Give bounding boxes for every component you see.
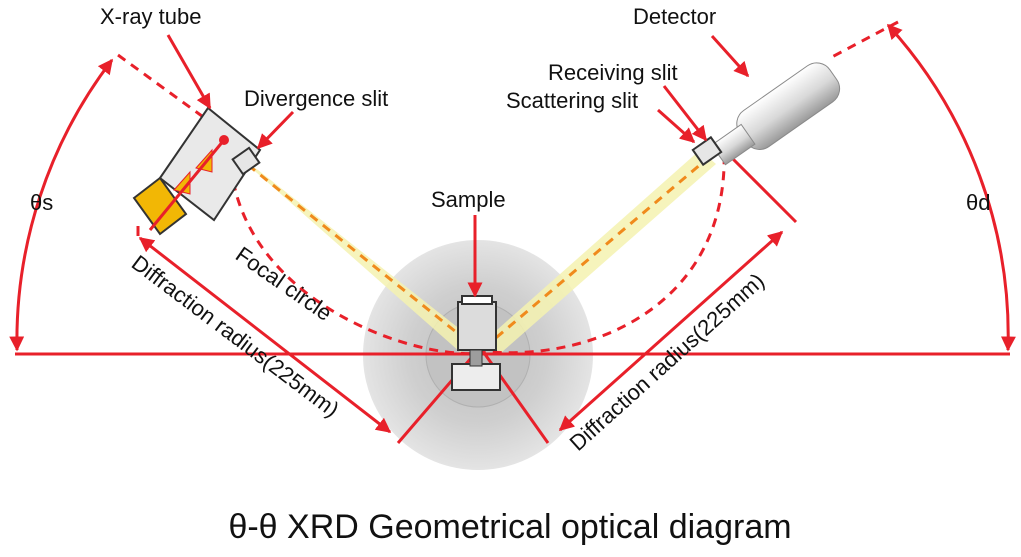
xray-tube-pointer (166, 34, 212, 110)
detector-guide-line (829, 20, 899, 60)
divergence-slit (231, 146, 261, 176)
diagram-caption: θ-θ XRD Geometrical optical diagram (228, 508, 791, 546)
right-diffraction-radius-arrow (558, 230, 784, 432)
detector-label: Detector (633, 4, 716, 29)
receiving-scattering-slit (691, 135, 723, 167)
diffraction-radius-right-label: Diffraction radius(225mm) (565, 268, 770, 456)
sample-label: Sample (431, 187, 506, 212)
tube-focus-triangle (195, 148, 213, 173)
xray-tube-label: X-ray tube (100, 4, 202, 29)
divergence-slit-pointer (256, 110, 295, 150)
diffraction-radius-left-label: Diffraction radius(225mm) (127, 250, 344, 422)
tube-axis (148, 139, 226, 231)
receiving-slit-label: Receiving slit (548, 60, 678, 85)
theta-s-label: θs (30, 190, 53, 215)
detector (710, 62, 841, 166)
divergence-slit-label: Divergence slit (244, 86, 388, 111)
theta-d-arc (886, 23, 1016, 352)
detector-pointer (710, 34, 750, 78)
scattering-slit-label: Scattering slit (506, 88, 638, 113)
left-diffraction-radius-arrow (138, 236, 392, 434)
receiving-slit-pointer (662, 85, 708, 142)
sample-holder (451, 295, 501, 391)
theta-d-label: θd (966, 190, 990, 215)
xray-tube (132, 106, 262, 236)
focal-circle-label: Focal circle (231, 242, 336, 326)
theta-s-arc (9, 58, 114, 352)
right-radius-end-tick (720, 146, 798, 224)
scattering-slit-pointer (657, 108, 696, 144)
